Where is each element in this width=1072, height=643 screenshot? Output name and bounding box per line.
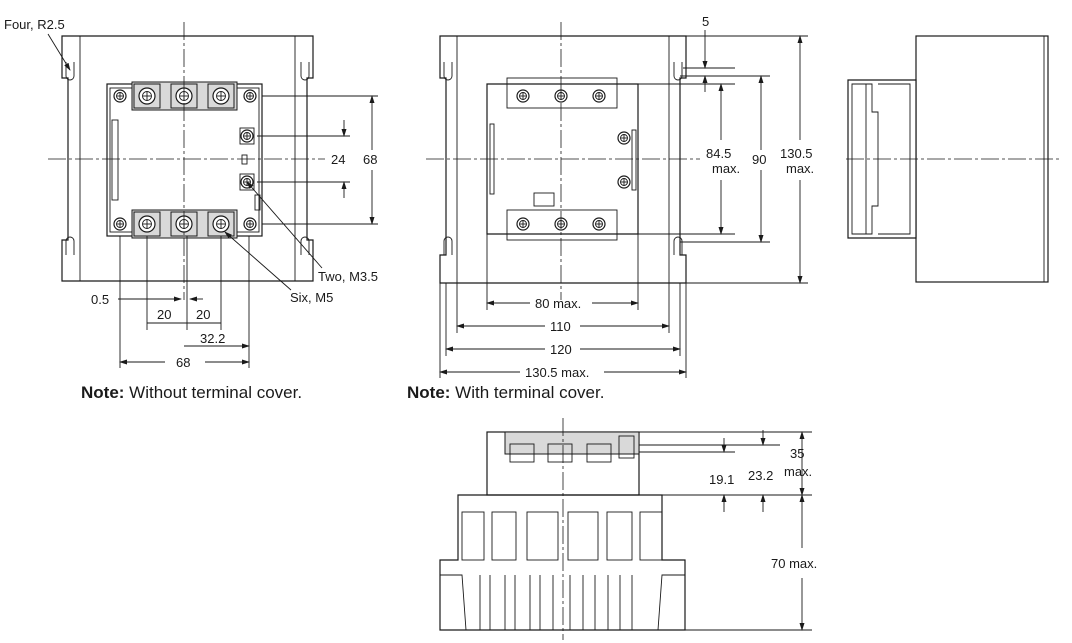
note-label: Note: [407, 383, 451, 402]
dim-32-2: 32.2 [200, 331, 225, 346]
dim-20-right: 20 [196, 307, 210, 322]
label-six-m5: Six, M5 [290, 290, 333, 305]
dim-70-max: 70 max. [771, 556, 817, 571]
dim-20-left: 20 [157, 307, 171, 322]
dim-130-5-horizontal: 130.5 max. [525, 365, 589, 380]
dim-35-max: max. [784, 464, 812, 479]
dim-110: 110 [550, 319, 571, 334]
note-text: With terminal cover. [450, 383, 605, 402]
dim-84-5: 84.5 [706, 146, 731, 161]
dim-68-vertical: 68 [363, 152, 377, 167]
front-view [47, 22, 378, 368]
label-four-r25: Four, R2.5 [4, 17, 65, 32]
label-two-m35: Two, M3.5 [318, 269, 378, 284]
bottom-view [439, 418, 812, 640]
dim-90: 90 [752, 152, 766, 167]
note-with-cover: Note: With terminal cover. [407, 383, 604, 403]
dim-19-1: 19.1 [709, 472, 734, 487]
note-without-cover: Note: Without terminal cover. [81, 383, 302, 403]
middle-view [426, 22, 808, 378]
side-view [846, 35, 1062, 283]
dim-68-horizontal: 68 [176, 355, 190, 370]
dim-130-5-vertical: 130.5 [780, 146, 813, 161]
note-label: Note: [81, 383, 125, 402]
dim-84-5-max: max. [712, 161, 740, 176]
dim-23-2: 23.2 [748, 468, 773, 483]
dim-0-5: 0.5 [91, 292, 109, 307]
dim-120: 120 [550, 342, 572, 357]
note-text: Without terminal cover. [124, 383, 303, 402]
dim-130-5-vertical-max: max. [786, 161, 814, 176]
dimension-labels: Four, R2.5 Two, M3.5 Six, M5 24 68 0.5 2… [4, 14, 817, 571]
dim-24: 24 [331, 152, 345, 167]
dim-80-max: 80 max. [535, 296, 581, 311]
dim-5: 5 [702, 14, 709, 29]
dim-35: 35 [790, 446, 804, 461]
